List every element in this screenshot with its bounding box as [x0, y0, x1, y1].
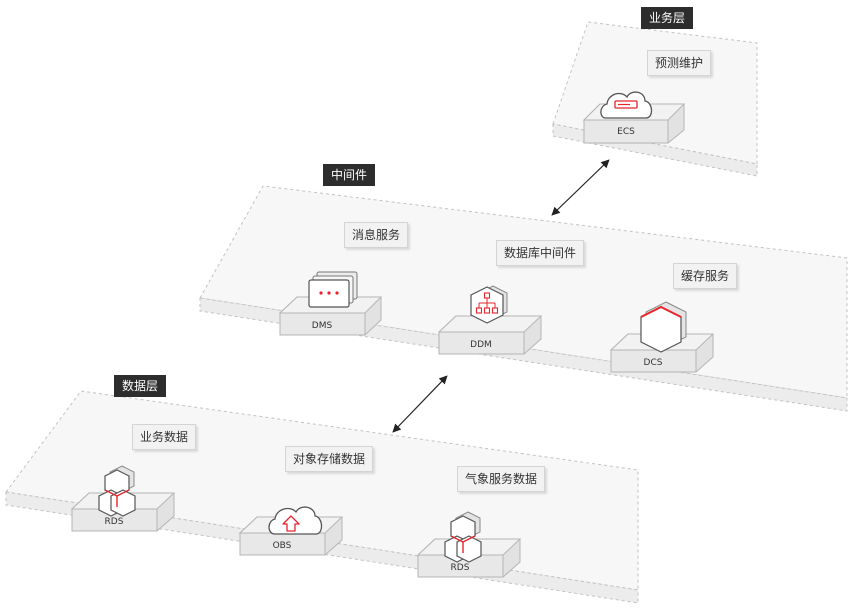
- database-middleware-label: 数据库中间件: [496, 240, 585, 266]
- hexagon-cluster-icon: [98, 465, 136, 517]
- data-layer-tag: 数据层: [114, 375, 167, 397]
- database-hierarchy-icon: [470, 285, 508, 324]
- predictive-maintenance-label: 预测维护: [647, 50, 712, 76]
- business-data-label: 业务数据: [132, 424, 197, 450]
- service-name-rds-2: RDS: [451, 563, 470, 573]
- business-layer-platform: [552, 21, 758, 177]
- ddm-service-node: DDM: [437, 285, 543, 355]
- rds-service-node-2: RDS: [416, 511, 522, 578]
- service-name-obs: OBS: [273, 541, 292, 551]
- message-window-icon: [308, 271, 358, 308]
- service-name-ecs: ECS: [617, 127, 635, 137]
- connector-middleware-data: [392, 375, 448, 433]
- cloud-upload-icon: [268, 506, 323, 535]
- rds-service-node-1: RDS: [70, 465, 176, 532]
- service-name-rds-1: RDS: [105, 517, 124, 527]
- business-layer-tag: 业务层: [641, 7, 694, 29]
- service-name-ddm: DDM: [470, 340, 492, 350]
- middleware-layer-tag: 中间件: [323, 164, 376, 186]
- ecs-service-node: ECS: [582, 91, 686, 144]
- dms-service-node: DMS: [278, 271, 383, 336]
- hexagon-cache-icon: [640, 301, 687, 353]
- cloud-server-icon: [600, 91, 653, 119]
- service-name-dms: DMS: [312, 321, 333, 331]
- dcs-service-node: DCS: [609, 301, 715, 373]
- hexagon-cluster-icon: [444, 511, 482, 563]
- object-storage-data-label: 对象存储数据: [285, 446, 374, 472]
- cache-service-label: 缓存服务: [673, 263, 738, 289]
- obs-service-node: OBS: [238, 506, 344, 556]
- weather-service-data-label: 气象服务数据: [457, 466, 546, 492]
- connector-business-middleware: [551, 159, 610, 216]
- service-name-dcs: DCS: [644, 358, 663, 368]
- message-service-label: 消息服务: [344, 222, 409, 248]
